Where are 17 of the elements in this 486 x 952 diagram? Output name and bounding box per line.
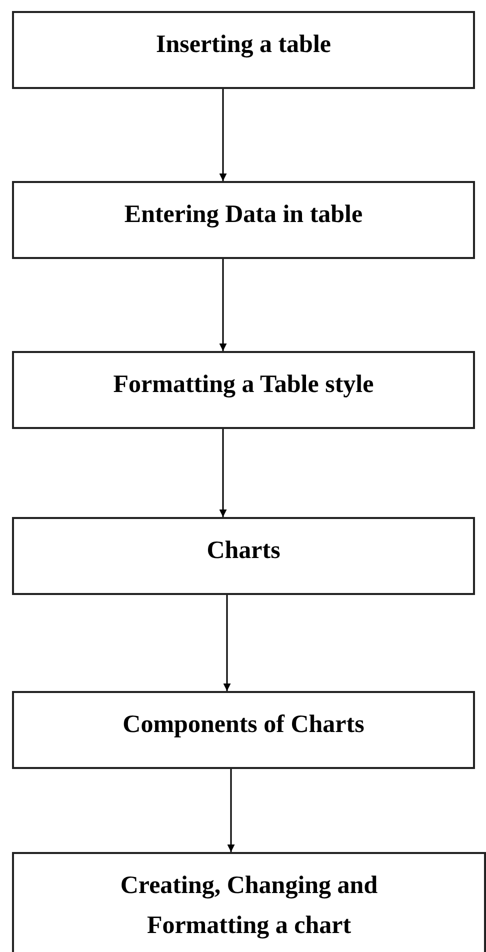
step-label: Entering Data in table [124, 200, 363, 230]
process-box [12, 852, 486, 952]
process-box [12, 181, 475, 259]
arrow [219, 259, 227, 351]
process-box [12, 691, 475, 769]
step-label: Charts [206, 536, 280, 566]
arrow [219, 429, 227, 517]
arrow [219, 89, 227, 181]
step-label: Formatting a Table style [113, 370, 374, 400]
step-label: Creating, Changing and Formatting a chart [119, 871, 379, 941]
process-box [12, 11, 475, 89]
process-box [12, 517, 475, 595]
process-box [12, 351, 475, 429]
step-label: Components of Charts [122, 710, 364, 740]
arrow [223, 595, 231, 691]
arrow [227, 769, 235, 852]
step-label: Inserting a table [156, 30, 331, 60]
